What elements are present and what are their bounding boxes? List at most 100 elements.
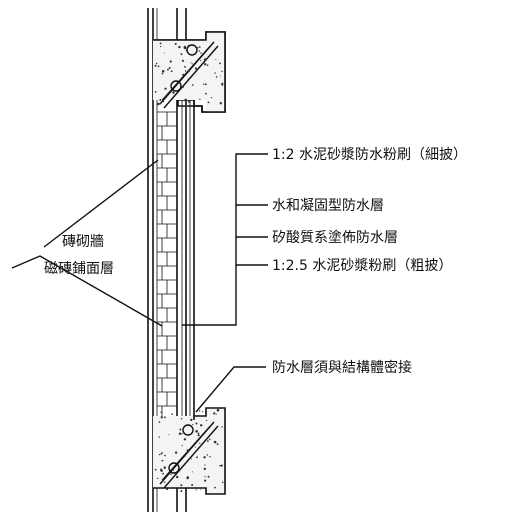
concrete-aggregate	[204, 479, 207, 482]
concrete-aggregate	[216, 443, 219, 446]
concrete-aggregate	[198, 50, 201, 52]
concrete-aggregate	[176, 475, 179, 479]
concrete-aggregate	[181, 59, 184, 62]
concrete-aggregate	[170, 473, 172, 475]
concrete-aggregate	[167, 68, 169, 71]
concrete-aggregate	[187, 78, 189, 80]
concrete-aggregate	[154, 91, 157, 93]
concrete-aggregate	[158, 421, 161, 423]
concrete-aggregate	[168, 67, 171, 69]
concrete-aggregate	[160, 468, 163, 471]
concrete-aggregate	[211, 52, 212, 54]
concrete-aggregate	[174, 473, 177, 476]
concrete-aggregate	[192, 429, 194, 431]
concrete-aggregate	[194, 67, 198, 70]
concrete-aggregate	[195, 430, 198, 433]
concrete-aggregate	[195, 422, 198, 425]
concrete-aggregate	[180, 484, 183, 487]
concrete-aggregate	[219, 465, 221, 467]
concrete-aggregate	[183, 438, 187, 441]
concrete-aggregate	[206, 64, 209, 66]
concrete-aggregate	[197, 434, 200, 437]
concrete-aggregate	[164, 481, 166, 483]
concrete-aggregate	[162, 100, 165, 103]
concrete-aggregate	[203, 58, 207, 61]
leader-lines	[11, 153, 268, 413]
concrete-aggregate	[159, 102, 162, 104]
concrete-aggregate	[195, 446, 196, 448]
concrete-aggregate	[203, 456, 206, 459]
concrete-aggregate	[162, 472, 165, 475]
concrete-aggregate	[203, 83, 205, 85]
concrete-aggregate	[184, 455, 186, 457]
concrete-aggregate	[204, 63, 207, 66]
concrete-aggregate	[184, 66, 186, 68]
concrete-aggregate	[174, 451, 178, 454]
concrete-aggregate	[221, 82, 224, 86]
concrete-aggregate	[180, 490, 183, 492]
concrete-aggregate	[207, 440, 209, 442]
concrete-aggregate	[191, 471, 193, 473]
concrete-aggregate	[203, 467, 206, 471]
concrete-aggregate	[155, 62, 158, 65]
concrete-aggregate	[171, 413, 173, 416]
concrete-aggregate	[181, 444, 183, 447]
concrete-aggregate	[199, 410, 201, 412]
concrete-aggregate	[187, 45, 189, 47]
concrete-aggregate	[215, 59, 217, 60]
concrete-aggregate	[179, 428, 182, 431]
leader-mortar-fine	[182, 153, 268, 326]
concrete-aggregate	[164, 416, 166, 419]
concrete-aggregate	[178, 45, 181, 49]
concrete-aggregate	[205, 92, 207, 95]
concrete-aggregate	[163, 468, 165, 470]
concrete-aggregate	[207, 101, 210, 104]
concrete-aggregate	[199, 98, 201, 101]
concrete-aggregate	[180, 418, 183, 420]
concrete-aggregate	[163, 52, 165, 54]
label-mortar-fine: 1:2 水泥砂漿防水粉刷（細披）	[272, 147, 467, 163]
concrete-aggregate	[159, 42, 162, 45]
concrete-aggregate	[159, 99, 162, 101]
leader-brick	[43, 159, 159, 248]
concrete-aggregate	[200, 59, 202, 62]
concrete-aggregate	[208, 438, 211, 441]
concrete-aggregate	[154, 64, 157, 67]
concrete-aggregate	[182, 85, 184, 88]
concrete-aggregate	[215, 413, 217, 415]
concrete-aggregate	[206, 454, 209, 456]
concrete-aggregate	[221, 481, 224, 484]
concrete-aggregate	[164, 87, 167, 90]
label-structural-bond: 防水層須與結構體密接	[272, 359, 412, 376]
concrete-aggregate	[172, 91, 175, 94]
concrete-aggregate	[185, 49, 188, 52]
leader-tile	[11, 255, 163, 327]
concrete-aggregate	[199, 442, 201, 444]
concrete-aggregate	[184, 70, 187, 72]
concrete-aggregate	[186, 476, 189, 480]
concrete-aggregate	[192, 73, 194, 75]
concrete-aggregate	[204, 83, 207, 86]
concrete-aggregate	[204, 464, 206, 466]
concrete-aggregate	[221, 84, 223, 87]
label-silicate-coating: 矽酸質系塗佈防水層	[272, 229, 398, 246]
concrete-aggregate	[209, 456, 211, 458]
concrete-aggregate	[170, 90, 172, 92]
concrete-aggregate	[191, 84, 194, 86]
bottom-beam	[153, 407, 226, 495]
concrete-aggregate	[182, 73, 185, 76]
label-mortar-coarse: 1:2.5 水泥砂漿粉刷（粗披）	[272, 258, 452, 274]
concrete-aggregate	[221, 426, 223, 428]
concrete-aggregate	[184, 99, 187, 102]
concrete-aggregate	[197, 432, 200, 435]
concrete-aggregate	[221, 70, 223, 73]
concrete-aggregate	[170, 70, 173, 73]
concrete-aggregate	[213, 440, 217, 444]
concrete-aggregate	[219, 75, 221, 77]
concrete-aggregate	[157, 477, 159, 480]
concrete-aggregate	[160, 411, 162, 413]
brick-courses	[157, 111, 177, 420]
concrete-aggregate	[169, 60, 172, 63]
concrete-aggregate	[170, 85, 172, 87]
